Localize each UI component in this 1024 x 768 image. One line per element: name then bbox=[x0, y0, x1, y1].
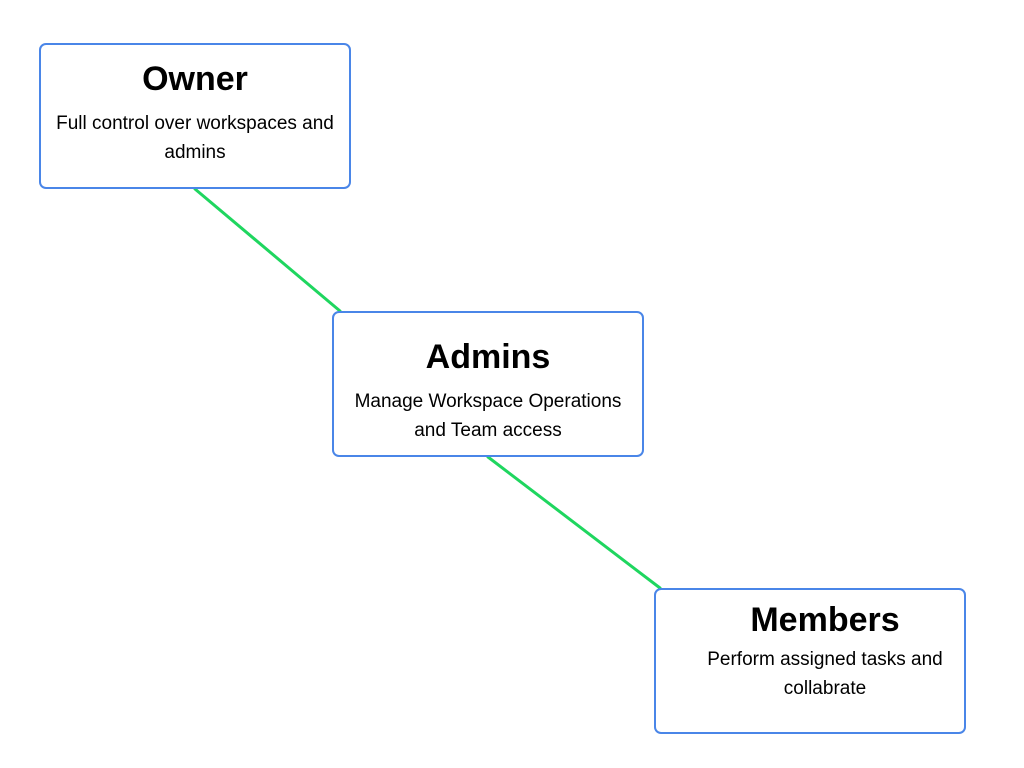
connector-admins-members bbox=[486, 455, 662, 590]
node-admins-title: Admins bbox=[425, 338, 551, 376]
node-admins-description: Manage Workspace Operations and Team acc… bbox=[354, 391, 622, 441]
node-members-description: Perform assigned tasks and collabrate bbox=[707, 649, 943, 699]
node-owner-title: Owner bbox=[142, 60, 248, 98]
node-owner: Owner Full control over workspaces and a… bbox=[39, 43, 351, 189]
node-owner-description: Full control over workspaces and admins bbox=[56, 113, 334, 163]
connector-owner-admins bbox=[193, 187, 342, 313]
node-members: Members Perform assigned tasks and colla… bbox=[654, 588, 966, 734]
node-admins: Admins Manage Workspace Operations and T… bbox=[332, 311, 644, 457]
node-members-title: Members bbox=[750, 601, 900, 639]
